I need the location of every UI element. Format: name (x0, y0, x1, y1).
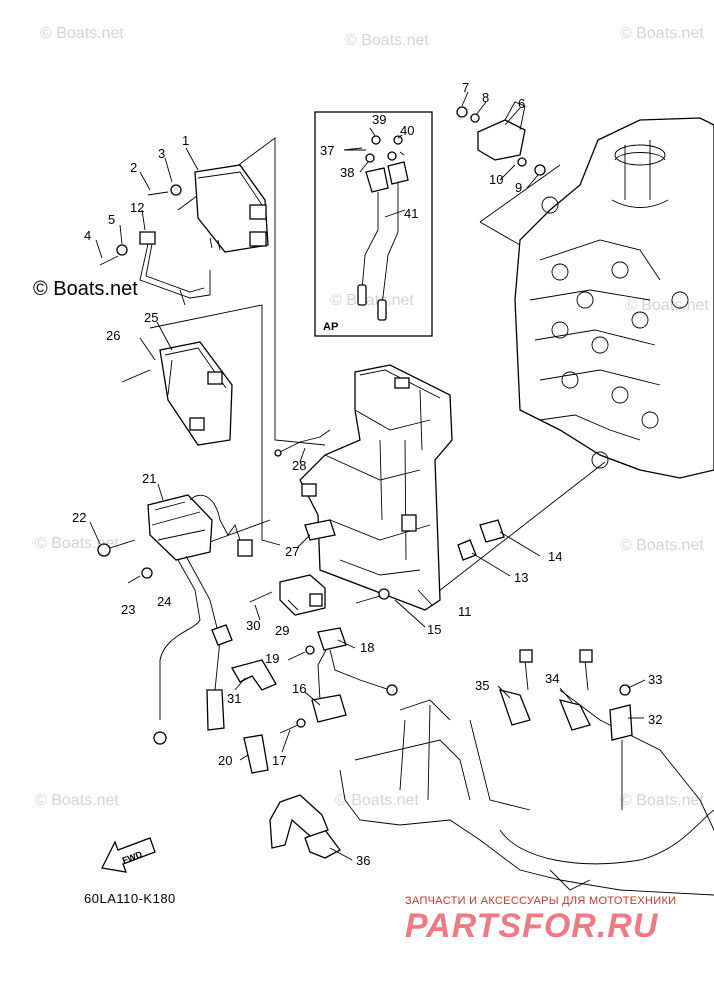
small-connectors (274, 429, 336, 541)
callout-4: 4 (84, 228, 91, 243)
leader-line (149, 304, 281, 546)
callout-11: 11 (458, 604, 472, 619)
callout-5: 5 (108, 212, 115, 227)
watermark: © Boats.net (330, 292, 414, 309)
callout-14: 14 (548, 549, 562, 564)
callout-26: 26 (106, 328, 120, 343)
callout-29: 29 (275, 623, 289, 638)
callout-33: 33 (648, 672, 662, 687)
callout-12: 12 (130, 200, 144, 215)
watermark: © Boats.net (345, 32, 429, 49)
lower-harness (231, 627, 398, 774)
watermark: © Boats.net (620, 25, 704, 42)
callout-15: 15 (427, 622, 441, 637)
leader-line (429, 461, 606, 599)
relay-assembly (97, 494, 253, 745)
callout-37: 37 (320, 143, 334, 158)
watermark: © Boats.net (335, 792, 419, 809)
callout-9: 9 (515, 180, 522, 195)
bracket-assembly (99, 184, 211, 306)
callout-36: 36 (356, 853, 370, 868)
callout-17: 17 (272, 753, 286, 768)
ap-inset: AP (314, 111, 433, 337)
inset-label: AP (323, 321, 338, 333)
brand-logo: PARTSFOR.RU (405, 907, 659, 945)
callout-24: 24 (157, 594, 171, 609)
watermark: © Boats.net (620, 537, 704, 554)
watermark: © Boats.net (620, 792, 704, 809)
upper-bolts (269, 649, 633, 859)
connector-block (249, 574, 326, 616)
callout-23: 23 (121, 602, 135, 617)
callout-numbers: 1 2 3 4 5 6 7 8 9 10 11 12 13 14 15 16 1… (72, 80, 662, 868)
lower-housing (339, 689, 714, 896)
fwd-arrow: FWD (101, 837, 156, 873)
brand-tagline: ЗАПЧАСТИ И АКСЕССУАРЫ ДЛЯ МОТОТЕХНИКИ (405, 895, 677, 907)
watermark: © Boats.net (625, 297, 709, 314)
leader-line (479, 164, 561, 246)
callout-40: 40 (400, 123, 414, 138)
callout-10: 10 (489, 172, 503, 187)
cdi-unit (194, 164, 269, 253)
callout-leaders (89, 91, 646, 861)
copyright-label: © Boats.net (33, 278, 138, 300)
callout-32: 32 (648, 712, 662, 727)
callout-34: 34 (545, 671, 559, 686)
callout-20: 20 (218, 753, 232, 768)
grommet-parts (355, 519, 505, 604)
callout-16: 16 (292, 681, 306, 696)
callout-28: 28 (292, 458, 306, 473)
leader-line (209, 519, 271, 543)
callout-31: 31 (227, 691, 241, 706)
callout-25: 25 (144, 310, 158, 325)
callout-1: 1 (182, 133, 189, 148)
callout-41: 41 (404, 206, 418, 221)
callout-2: 2 (130, 160, 137, 175)
callout-21: 21 (142, 471, 156, 486)
callout-6: 6 (518, 96, 525, 111)
top-right-sensor (456, 101, 546, 176)
watermark: © Boats.net (40, 25, 124, 42)
diagram-code: 60LA110-K180 (84, 891, 176, 906)
callout-30: 30 (246, 618, 260, 633)
electrical-bracket (299, 364, 453, 611)
rectifier-regulator (121, 341, 233, 446)
callout-39: 39 (372, 112, 386, 127)
callout-38: 38 (340, 165, 354, 180)
engine-block (514, 117, 714, 479)
callout-22: 22 (72, 510, 86, 525)
watermark: © Boats.net (35, 792, 119, 809)
callout-7: 7 (462, 80, 469, 95)
callout-18: 18 (360, 640, 374, 655)
callout-19: 19 (265, 651, 279, 666)
callout-27: 27 (285, 544, 299, 559)
callout-8: 8 (482, 90, 489, 105)
callout-3: 3 (158, 146, 165, 161)
callout-13: 13 (514, 570, 528, 585)
callout-35: 35 (475, 678, 489, 693)
